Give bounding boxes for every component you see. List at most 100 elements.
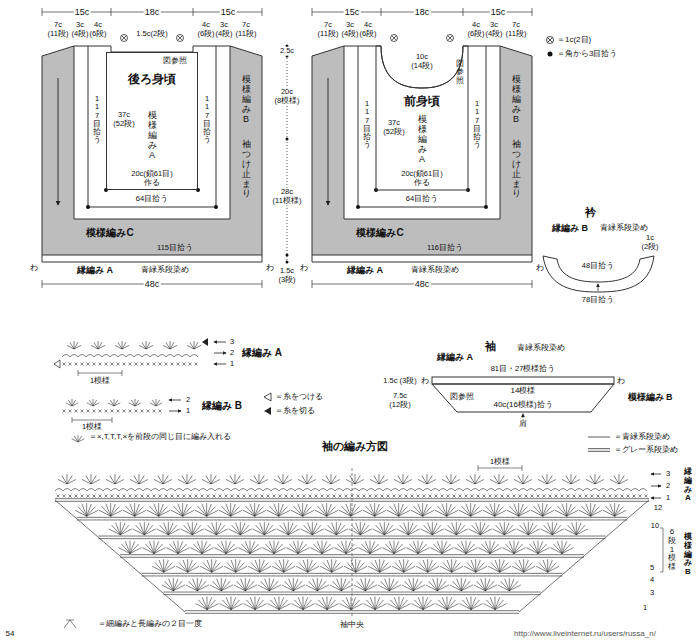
- chart-stroke: [481, 579, 486, 591]
- chart-stroke: [384, 522, 385, 535]
- chart-stroke: [603, 495, 606, 498]
- chart-stroke: [278, 503, 279, 516]
- chart-stroke: [486, 507, 495, 517]
- chart-stroke: [423, 560, 428, 572]
- chart-stroke: [298, 541, 299, 554]
- chart-stroke: [442, 548, 454, 554]
- chart-stroke: [591, 495, 594, 498]
- chart-stroke: [159, 495, 162, 498]
- chart-stroke: [237, 495, 240, 498]
- chart-stroke: [259, 479, 268, 484]
- chart-stroke: [423, 495, 426, 498]
- chart-stroke: [78, 370, 79, 376]
- chart-stroke: [585, 495, 588, 498]
- chart-stroke: [159, 560, 164, 572]
- chart-stroke: [115, 479, 124, 484]
- chart-stroke: [432, 529, 444, 535]
- chart-stroke: [519, 495, 522, 498]
- chart-stroke: [313, 579, 318, 591]
- chain-stitch: [102, 355, 110, 358]
- edge-line: [312, 255, 532, 256]
- chart-stroke: [538, 541, 539, 554]
- chart-stroke: [567, 495, 570, 498]
- chart-stroke: [477, 581, 486, 591]
- chart-stroke: [543, 510, 555, 516]
- chain-stitch: [143, 489, 151, 492]
- chart-stroke: [78, 373, 122, 374]
- chart-stroke: [609, 495, 612, 498]
- chart-stroke: [69, 410, 72, 413]
- chart-stroke: [261, 495, 264, 498]
- chart-stroke: [374, 475, 379, 484]
- chart-stroke: [509, 585, 521, 591]
- chart-stroke: [448, 525, 457, 535]
- chart-stroke: [355, 559, 356, 572]
- chart-stroke: [438, 600, 447, 610]
- chart-stroke: [207, 600, 216, 610]
- legend-sample: [588, 451, 610, 452]
- chart-stroke: [504, 525, 513, 535]
- corner-dot: [196, 188, 200, 192]
- chart-stroke: [573, 495, 576, 498]
- chart-stroke: [94, 342, 98, 349]
- chart-stroke: [457, 579, 462, 591]
- chart-stroke: [571, 479, 580, 484]
- chart-stroke: [147, 363, 150, 366]
- chart-stroke: [226, 541, 227, 554]
- chain-stitch: [223, 489, 231, 492]
- chart-stroke: [261, 581, 270, 591]
- chart-stroke: [153, 410, 156, 413]
- chart-stroke: [207, 507, 216, 517]
- chart-stroke: [235, 559, 236, 572]
- chart-stroke: [317, 578, 318, 591]
- chart-stroke: [131, 400, 135, 406]
- chart-stroke: [74, 345, 81, 349]
- chart-stroke: [225, 495, 228, 498]
- chart-stroke: [111, 510, 123, 516]
- chart-stroke: [428, 563, 437, 573]
- chart-stroke: [495, 507, 504, 517]
- chart-stroke: [591, 495, 594, 498]
- chart-stroke: [365, 585, 377, 591]
- chart-stroke: [423, 604, 435, 610]
- chart-stroke: [399, 604, 411, 610]
- chart-stroke: [490, 597, 495, 609]
- chart-stroke: [476, 566, 488, 572]
- chart-stroke: [78, 439, 84, 442]
- chart-stroke: [562, 544, 571, 554]
- chart-stroke: [379, 559, 380, 572]
- chart-stroke: [150, 507, 159, 517]
- chart-stroke: [461, 581, 470, 591]
- chart-stroke: [615, 495, 618, 498]
- chart-stroke: [284, 563, 293, 573]
- chart-stroke: [452, 523, 457, 535]
- label: 18c: [144, 7, 161, 17]
- chart-stroke: [519, 507, 528, 517]
- chart-stroke: [568, 525, 577, 535]
- chart-stroke: [351, 604, 363, 610]
- chart-stroke: [231, 495, 234, 498]
- chart-stroke: [123, 495, 126, 498]
- chart-stroke: [461, 541, 466, 553]
- label: ＝×,T,T,T,×を前段の同じ目に編み入れる: [89, 432, 231, 441]
- chain-stitch: [583, 489, 591, 492]
- chart-stroke: [615, 510, 627, 516]
- chart-stroke: [293, 585, 305, 591]
- chart-stroke: [289, 579, 294, 591]
- chart-stroke: [168, 529, 180, 535]
- chart-stroke: [231, 597, 232, 610]
- chart-stroke: [539, 563, 548, 573]
- chart-stroke: [111, 410, 114, 413]
- chart-stroke: [357, 581, 366, 591]
- chart-stroke: [251, 563, 260, 573]
- chain-stitch: [135, 489, 143, 492]
- chart-stroke: [501, 495, 504, 498]
- label: http://www.liveinternet.ru/users/russa_n…: [514, 629, 656, 638]
- chain-stitch: [190, 355, 198, 358]
- chart-stroke: [226, 597, 231, 609]
- chart-stroke: [485, 541, 490, 553]
- chart-stroke: [153, 495, 156, 498]
- chart-stroke: [417, 495, 420, 498]
- chart-stroke: [394, 597, 399, 609]
- chart-stroke: [219, 495, 222, 498]
